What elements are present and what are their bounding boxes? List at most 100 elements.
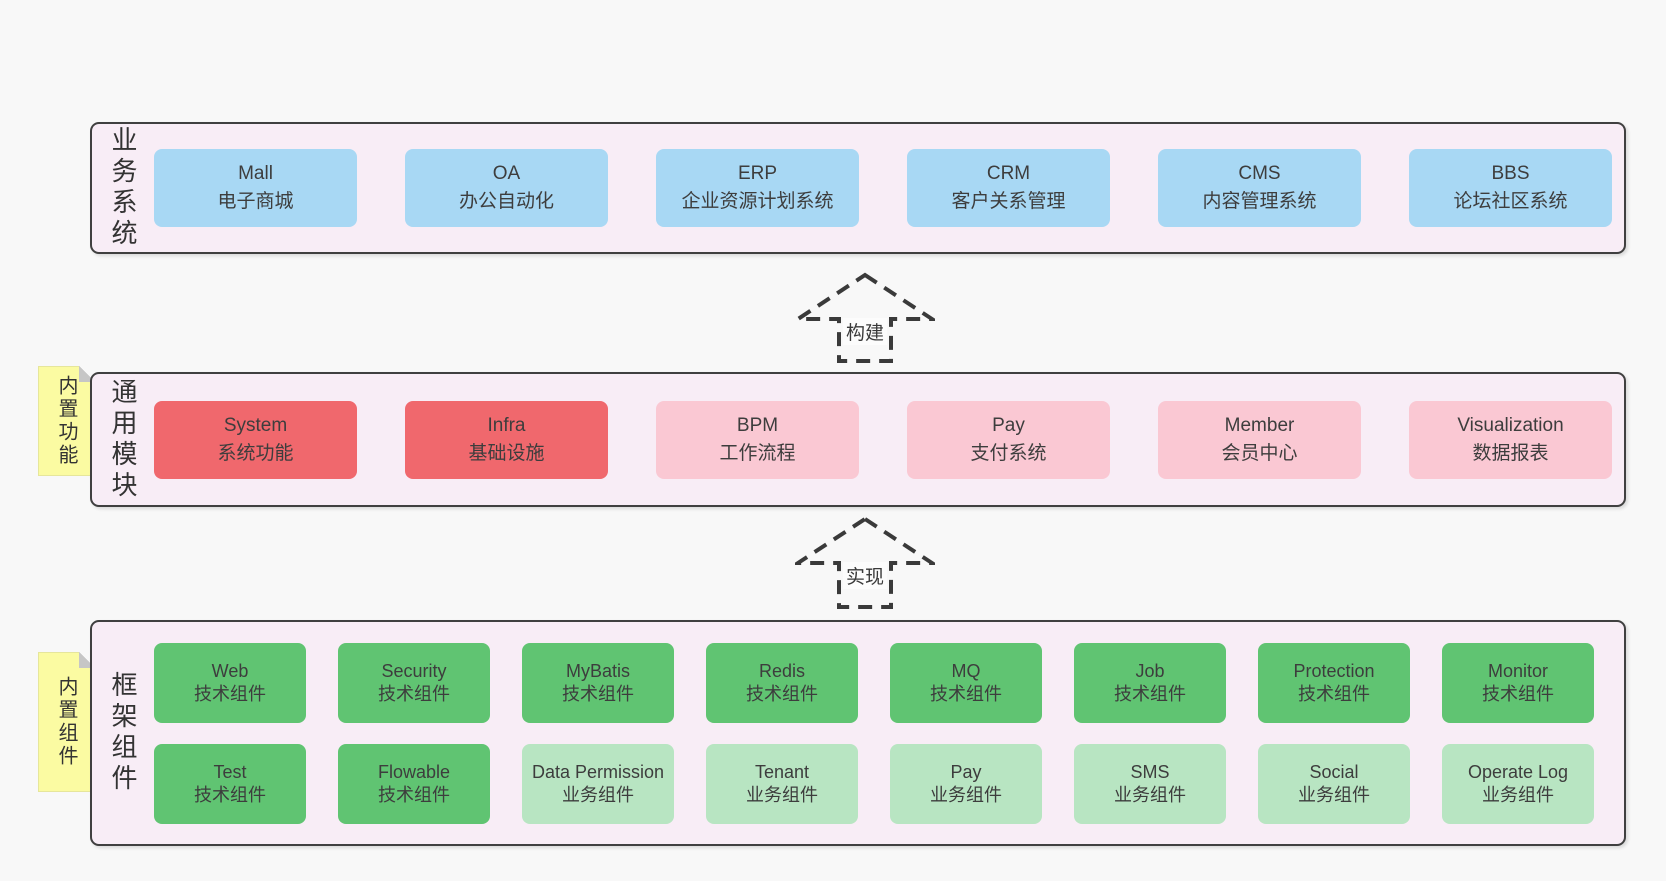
box-subtitle: 业务组件 <box>746 785 818 805</box>
box-bpm: BPM 工作流程 <box>656 400 859 479</box>
module-boxes: System 系统功能 Infra 基础设施 BPM 工作流程 Pay 支付系统… <box>154 400 1612 479</box>
box-subtitle: 技术组件 <box>378 785 450 805</box>
box-title: CMS <box>1238 163 1281 185</box>
band-framework-components: 框架组件 Web 技术组件 Security 技术组件 MyBatis 技术组件… <box>90 620 1626 846</box>
sticky-note-label: 内置组件 <box>55 676 77 768</box>
box-subtitle: 会员中心 <box>1221 442 1298 464</box>
box-subtitle: 业务组件 <box>562 785 634 805</box>
box-subtitle: 客户关系管理 <box>951 191 1066 212</box>
box-mq: MQ 技术组件 <box>890 643 1042 723</box>
band-label-framework-components: 框架组件 <box>108 671 138 795</box>
box-oa: OA 办公自动化 <box>405 149 608 227</box>
box-subtitle: 技术组件 <box>746 684 818 704</box>
box-title: Protection <box>1293 660 1375 681</box>
box-bbs: BBS 论坛社区系统 <box>1409 149 1612 227</box>
box-infra: Infra 基础设施 <box>405 400 608 479</box>
framework-row-2: Test 技术组件 Flowable 技术组件 Data Permission … <box>154 744 1594 824</box>
box-subtitle: 基础设施 <box>468 442 545 464</box>
box-subtitle: 论坛社区系统 <box>1453 191 1568 212</box>
box-title: Tenant <box>754 761 810 782</box>
box-security: Security 技术组件 <box>338 643 490 723</box>
framework-row-1: Web 技术组件 Security 技术组件 MyBatis 技术组件 Redi… <box>154 643 1594 723</box>
implement-arrow: 实现 <box>795 516 935 610</box>
sticky-note-built-in-components: 内置组件 <box>38 652 95 792</box>
box-title: Job <box>1135 660 1165 681</box>
band-business-systems: 业务系统 Mall 电子商城 OA 办公自动化 ERP 企业资源计划系统 CRM… <box>90 122 1626 254</box>
box-title: Visualization <box>1457 414 1564 436</box>
box-title: System <box>223 414 288 436</box>
box-subtitle: 业务组件 <box>1114 785 1186 805</box>
band-label-business-systems: 业务系统 <box>108 126 138 250</box>
box-tenant: Tenant 业务组件 <box>706 744 858 824</box>
box-subtitle: 技术组件 <box>194 785 266 805</box>
box-pay-component: Pay 业务组件 <box>890 744 1042 824</box>
box-subtitle: 技术组件 <box>1482 684 1554 704</box>
box-subtitle: 技术组件 <box>1114 684 1186 704</box>
box-title: Test <box>213 761 247 782</box>
box-subtitle: 电子商城 <box>217 191 294 212</box>
box-title: Infra <box>487 414 526 436</box>
box-member: Member 会员中心 <box>1158 400 1361 479</box>
box-operate-log: Operate Log 业务组件 <box>1442 744 1594 824</box>
box-title: Flowable <box>377 761 451 782</box>
box-title: Member <box>1224 414 1295 436</box>
band-common-modules: 通用模块 System 系统功能 Infra 基础设施 BPM 工作流程 Pay… <box>90 372 1626 507</box>
up-arrow-icon <box>795 272 935 363</box>
box-erp: ERP 企业资源计划系统 <box>656 149 859 227</box>
box-title: MyBatis <box>565 660 630 681</box>
box-title: Social <box>1309 761 1359 782</box>
box-crm: CRM 客户关系管理 <box>907 149 1110 227</box>
band-label-common-modules: 通用模块 <box>108 377 138 502</box>
box-protection: Protection 技术组件 <box>1258 643 1410 723</box>
box-monitor: Monitor 技术组件 <box>1442 643 1594 723</box>
box-cms: CMS 内容管理系统 <box>1158 149 1361 227</box>
build-arrow: 构建 <box>795 272 935 364</box>
box-title: SMS <box>1130 761 1170 782</box>
box-title: MQ <box>951 660 981 681</box>
box-subtitle: 业务组件 <box>1482 785 1554 805</box>
box-subtitle: 工作流程 <box>719 442 796 464</box>
box-mall: Mall 电子商城 <box>154 149 357 227</box>
box-subtitle: 业务组件 <box>1298 785 1370 805</box>
box-title: Monitor <box>1487 660 1549 681</box>
box-subtitle: 支付系统 <box>970 442 1047 464</box>
box-title: Operate Log <box>1467 761 1569 782</box>
box-title: Pay <box>992 414 1025 436</box>
box-subtitle: 数据报表 <box>1472 442 1549 464</box>
box-subtitle: 技术组件 <box>930 684 1002 704</box>
box-web: Web 技术组件 <box>154 643 306 723</box>
box-redis: Redis 技术组件 <box>706 643 858 723</box>
box-subtitle: 系统功能 <box>217 442 294 464</box>
box-title: BBS <box>1491 163 1530 185</box>
box-data-permission: Data Permission 业务组件 <box>522 744 674 824</box>
box-visualization: Visualization 数据报表 <box>1409 400 1612 479</box>
box-system: System 系统功能 <box>154 400 357 479</box>
box-subtitle: 办公自动化 <box>458 191 554 212</box>
box-title: OA <box>492 163 521 185</box>
box-title: Mall <box>238 163 273 185</box>
box-title: Security <box>381 660 447 681</box>
box-title: BPM <box>736 414 779 436</box>
box-social: Social 业务组件 <box>1258 744 1410 824</box>
sticky-note-label: 内置功能 <box>55 375 77 467</box>
business-boxes: Mall 电子商城 OA 办公自动化 ERP 企业资源计划系统 CRM 客户关系… <box>154 149 1612 227</box>
build-arrow-label: 构建 <box>842 318 888 345</box>
box-flowable: Flowable 技术组件 <box>338 744 490 824</box>
box-title: ERP <box>737 163 778 185</box>
box-subtitle: 技术组件 <box>378 684 450 704</box>
box-sms: SMS 业务组件 <box>1074 744 1226 824</box>
box-subtitle: 技术组件 <box>1298 684 1370 704</box>
up-arrow-icon <box>795 516 935 609</box>
implement-arrow-label: 实现 <box>842 562 888 589</box>
box-title: Pay <box>950 761 982 782</box>
box-title: Redis <box>758 660 806 681</box>
box-title: Data Permission <box>531 761 665 782</box>
box-subtitle: 企业资源计划系统 <box>681 191 834 212</box>
box-job: Job 技术组件 <box>1074 643 1226 723</box>
box-subtitle: 业务组件 <box>930 785 1002 805</box>
box-subtitle: 内容管理系统 <box>1202 191 1317 212</box>
box-mybatis: MyBatis 技术组件 <box>522 643 674 723</box>
box-test: Test 技术组件 <box>154 744 306 824</box>
box-title: CRM <box>986 163 1031 185</box>
box-pay-system: Pay 支付系统 <box>907 400 1110 479</box>
